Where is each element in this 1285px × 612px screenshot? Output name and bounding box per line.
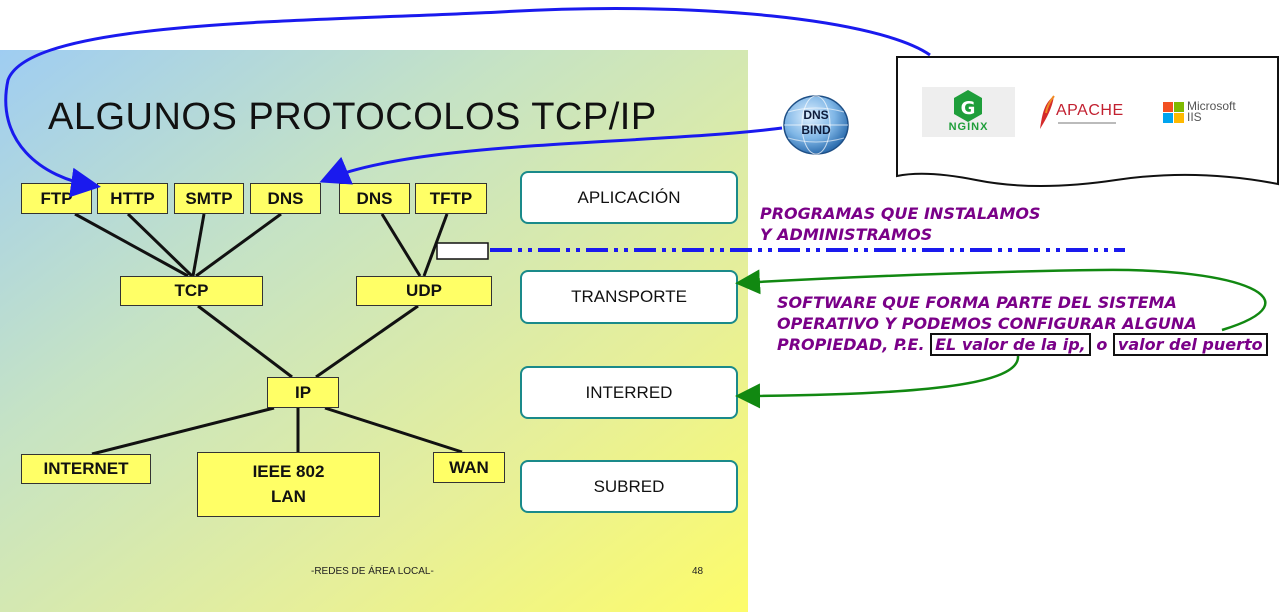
microsoft-label: Microsoft IIS	[1187, 99, 1236, 124]
microsoft-name: Microsoft	[1187, 99, 1236, 113]
green-arrow-to-interred	[735, 355, 1020, 409]
software-note-line3: PROPIEDAD, P.E. EL valor de la ip, o val…	[777, 333, 1268, 356]
http-box: HTTP	[97, 183, 168, 214]
apache-feather-icon	[1040, 95, 1055, 129]
programs-note: PROGRAMAS QUE INSTALAMOS Y ADMINISTRAMOS	[760, 203, 1041, 245]
apache-logo: APACHE	[1038, 95, 1128, 131]
slide-title: ALGUNOS PROTOCOLOS TCP/IP	[48, 96, 657, 138]
programs-note-line1: PROGRAMAS QUE INSTALAMOS	[760, 204, 1041, 223]
green-arrow-to-transporte	[735, 268, 1267, 332]
apache-label: APACHE	[1056, 102, 1124, 119]
nginx-hexagon-icon: G	[954, 90, 982, 122]
software-note: SOFTWARE QUE FORMA PARTE DEL SISTEMA OPE…	[777, 292, 1268, 356]
dns-bind-label: DNS BIND	[782, 108, 850, 138]
tcp-box: TCP	[120, 276, 263, 306]
layer-interred: INTERRED	[520, 366, 738, 419]
layer-aplicacion: APLICACIÓN	[520, 171, 738, 224]
globe-icon	[783, 95, 849, 155]
ip-value-box: EL valor de la ip,	[930, 333, 1091, 356]
software-note-line1: SOFTWARE QUE FORMA PARTE DEL SISTEMA	[777, 293, 1177, 312]
separator-connector-box	[436, 242, 489, 260]
port-value-box: valor del puerto	[1112, 333, 1268, 356]
udp-box: UDP	[356, 276, 492, 306]
page-number: 48	[692, 566, 704, 577]
slide-background	[0, 50, 748, 612]
svg-text:G: G	[961, 98, 976, 119]
microsoft-windows-icon	[1163, 102, 1184, 123]
ftp-box: FTP	[21, 183, 92, 214]
blue-arrow-bind-to-dns	[319, 126, 783, 185]
blue-arrow-servers-to-http	[4, 7, 931, 198]
dns-bind-line1: DNS	[803, 108, 829, 122]
tftp-box: TFTP	[415, 183, 487, 214]
ieee-802-label: IEEE 802	[252, 461, 325, 481]
dns-box-udp: DNS	[339, 183, 410, 214]
iis-name: IIS	[1187, 110, 1202, 124]
internet-box: INTERNET	[21, 454, 151, 484]
footer-label: -REDES DE ÁREA LOCAL-	[311, 566, 434, 577]
smtp-box: SMTP	[174, 183, 244, 214]
nginx-label: NGINX	[948, 121, 989, 133]
software-note-line2: OPERATIVO Y PODEMOS CONFIGURAR ALGUNA	[777, 314, 1197, 333]
dns-bind-logo: DNS BIND	[782, 94, 850, 156]
programs-note-line2: Y ADMINISTRAMOS	[760, 225, 933, 244]
apache-tagline-line	[1058, 122, 1116, 124]
nginx-logo: G NGINX	[922, 87, 1015, 137]
microsoft-iis-logo: Microsoft IIS	[1163, 99, 1243, 125]
software-note-prefix: PROPIEDAD, P.E.	[777, 335, 925, 354]
connector-text: o	[1096, 335, 1108, 354]
layer-subred: SUBRED	[520, 460, 738, 513]
ieee-802-lan-box: IEEE 802 LAN	[197, 452, 380, 517]
dns-box-tcp: DNS	[250, 183, 321, 214]
wan-box: WAN	[433, 452, 505, 483]
dns-bind-line2: BIND	[801, 123, 831, 137]
lan-label: LAN	[271, 487, 306, 507]
ip-box: IP	[267, 377, 339, 408]
layer-transporte: TRANSPORTE	[520, 270, 738, 324]
